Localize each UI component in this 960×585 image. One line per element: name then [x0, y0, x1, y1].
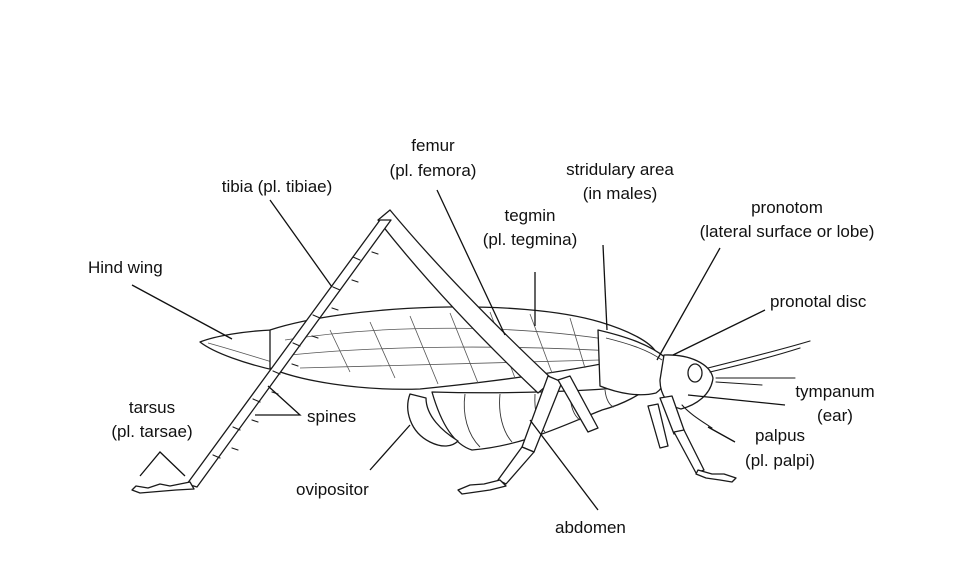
tympanum-label: tympanum: [795, 382, 874, 401]
femur-leader-line: [436, 189, 506, 336]
hind-tibia: [186, 219, 392, 488]
palpus-plural-label: (pl. palpi): [745, 451, 815, 470]
labels: femur (pl. femora) tibia (pl. tibiae) st…: [88, 136, 875, 537]
ovipositor-leader-line: [369, 424, 411, 471]
stridulary-area-note-label: (in males): [583, 184, 658, 203]
tarsus-leader-line: [139, 451, 186, 477]
tarsus-plural-label: (pl. tarsae): [111, 422, 192, 441]
tibia-leader-line: [269, 199, 333, 288]
pronotom-note-label: (lateral surface or lobe): [700, 222, 875, 241]
insect-illustration: [131, 209, 811, 495]
tarsus-label: tarsus: [129, 398, 175, 417]
tympanum-note-label: (ear): [817, 406, 853, 425]
tibia-label: tibia (pl. tibiae): [222, 177, 333, 196]
pronotal-disc-leader-line: [672, 309, 766, 356]
ovipositor-label: ovipositor: [296, 480, 369, 499]
femur-plural-label: (pl. femora): [390, 161, 477, 180]
abdomen-leader-line: [529, 419, 599, 511]
hind-wing-vein: [207, 342, 273, 363]
tibia-spines: [212, 251, 379, 459]
stridulary-area-label: stridulary area: [566, 160, 674, 179]
pronotal-disc-label: pronotal disc: [770, 292, 867, 311]
antennae: [707, 340, 811, 386]
tegmin-plural-label: (pl. tegmina): [483, 230, 577, 249]
spines-label: spines: [307, 407, 356, 426]
hind-wing-leader-line: [131, 284, 233, 340]
front-leg-second: [647, 403, 669, 449]
compound-eye: [687, 363, 703, 383]
leader-lines: [131, 189, 786, 511]
spines-leader-line: [255, 385, 302, 416]
abdomen-label: abdomen: [555, 518, 626, 537]
front-leg-tibia: [673, 429, 705, 474]
middle-leg-rear-segment: [557, 375, 599, 433]
stridulary-area-leader-line: [602, 244, 608, 331]
pronotum-shape: [597, 329, 669, 396]
femur-label: femur: [411, 136, 455, 155]
ovipositor-shape: [407, 393, 459, 447]
middle-leg-tibia: [497, 446, 535, 485]
middle-leg-tarsus: [457, 479, 507, 495]
hind-wing-label: Hind wing: [88, 258, 163, 277]
palpus-shape: [681, 404, 713, 429]
pronotom-label: pronotom: [751, 198, 823, 217]
hind-tarsus: [131, 481, 195, 494]
front-leg-tarsus: [695, 469, 737, 483]
tegmin-label: tegmin: [504, 206, 555, 225]
tympanum-leader-line: [687, 394, 786, 406]
hind-wing-shape: [199, 329, 279, 372]
pronotom-leader-line: [656, 247, 721, 361]
palpus-label: palpus: [755, 426, 805, 445]
palpus-leader-line: [707, 426, 736, 443]
